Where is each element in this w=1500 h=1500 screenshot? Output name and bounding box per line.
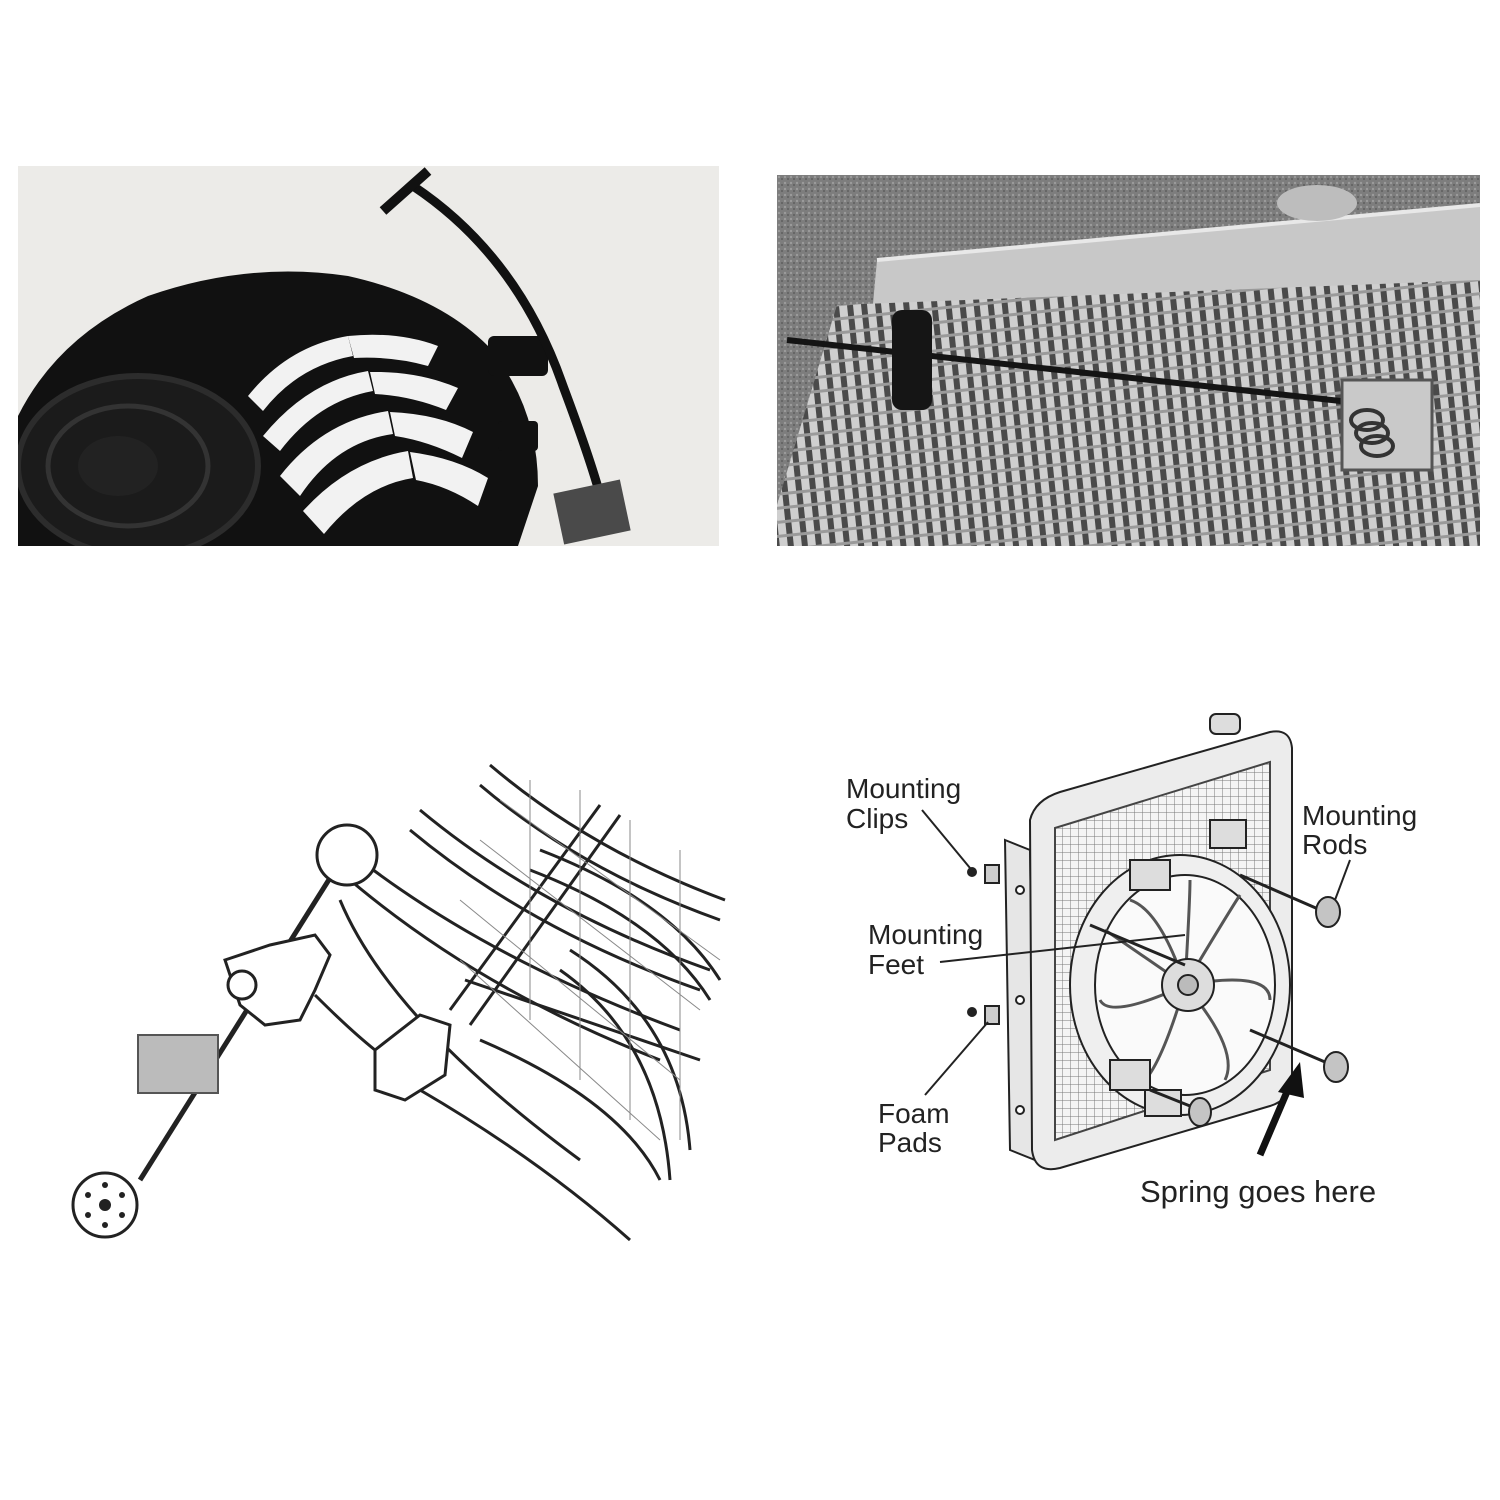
foam-pads-label-2: Pads — [878, 1127, 942, 1158]
spring-note-label: Spring goes here — [1140, 1174, 1376, 1209]
fan-photo — [18, 166, 719, 546]
mounting-feet-label-2: Feet — [868, 949, 924, 980]
radiator-photo — [777, 175, 1480, 546]
mounting-clips-label-2: Clips — [846, 803, 908, 834]
fan-photo-panel — [18, 166, 719, 546]
labeled-diagram-svg: Mounting Clips Mounting Feet Foam Pads M… — [846, 713, 1417, 1209]
rod-assembly-svg — [71, 763, 726, 1242]
mounting-rods-label-1: Mounting — [1302, 800, 1417, 831]
foam-pads-label-1: Foam — [878, 1098, 950, 1129]
mounting-rods-label-2: Rods — [1302, 829, 1367, 860]
mounting-feet-label-1: Mounting — [868, 919, 983, 950]
labeled-diagram: Mounting Clips Mounting Feet Foam Pads M… — [830, 700, 1470, 1240]
mounting-clips-label-1: Mounting — [846, 773, 961, 804]
rod-assembly-drawing — [60, 760, 730, 1260]
radiator-photo-panel — [777, 175, 1480, 546]
